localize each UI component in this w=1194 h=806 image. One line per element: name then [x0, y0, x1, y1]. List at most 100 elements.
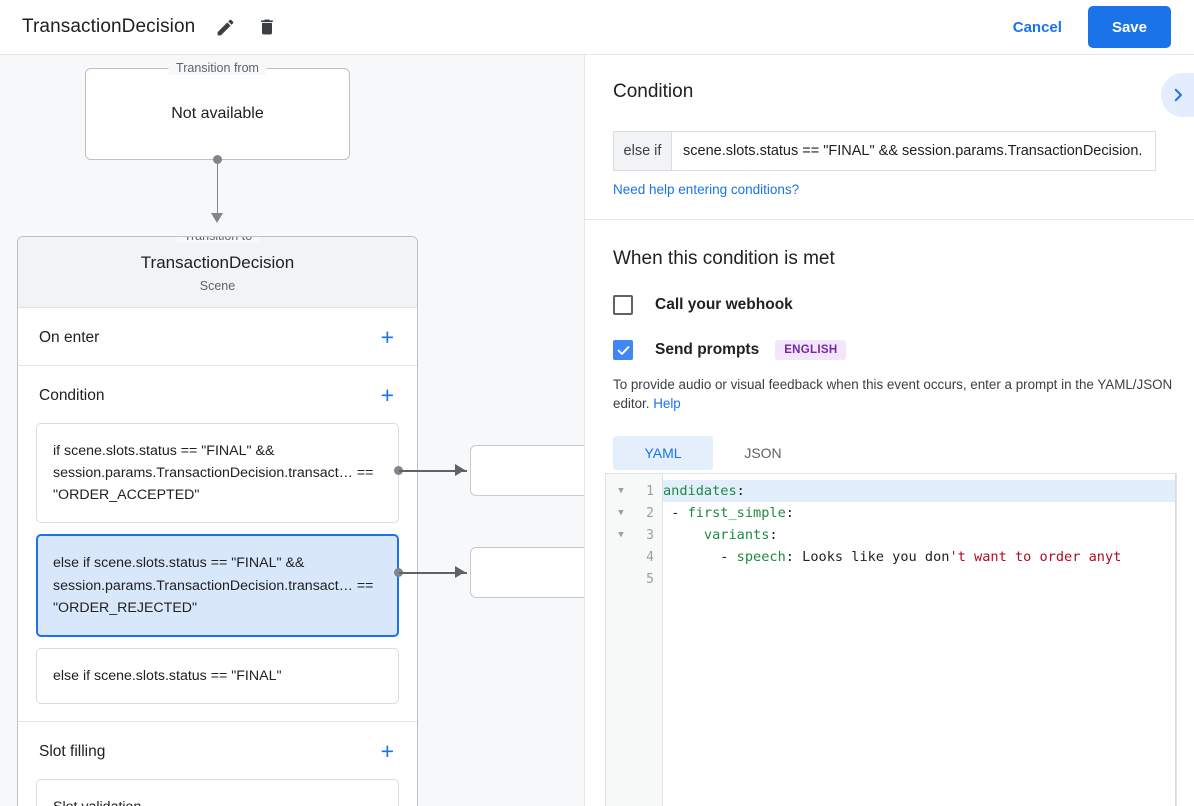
- editor-line-number: 5: [606, 568, 662, 590]
- code-token: :: [736, 483, 745, 499]
- fold-triangle-icon[interactable]: ▼: [618, 508, 624, 518]
- code-token: speech: [736, 549, 786, 565]
- code-token: 't want to order anyt: [949, 549, 1122, 565]
- scene-card: Transition to TransactionDecision Scene …: [17, 236, 418, 806]
- fold-triangle-icon[interactable]: ▼: [618, 530, 624, 540]
- scene-subtitle: Scene: [199, 279, 236, 293]
- connector-dot-accepted: [394, 466, 403, 475]
- section-slot-filling-body: Slot validation: [18, 779, 417, 806]
- line-number-text: 3: [646, 527, 654, 543]
- prompts-description-text: To provide audio or visual feedback when…: [613, 377, 1173, 412]
- code-token: :: [785, 505, 794, 521]
- connector-arrow-down: [211, 213, 223, 223]
- scene-title: TransactionDecision: [140, 253, 295, 272]
- send-prompts-checkbox[interactable]: [613, 340, 633, 360]
- connector-line-vertical: [216, 159, 219, 217]
- connector-line-accepted: [399, 470, 467, 472]
- section-condition: Condition + if scene.slots.status == "FI…: [18, 366, 417, 723]
- tab-json[interactable]: JSON: [744, 444, 782, 461]
- editor-code-line[interactable]: andidates:: [663, 480, 1176, 502]
- top-bar: TransactionDecision Cancel Save: [0, 0, 1194, 55]
- editor-code-area[interactable]: andidates: - first_simple: variants: - s…: [663, 474, 1176, 806]
- chevron-right-icon[interactable]: [1161, 73, 1194, 117]
- add-slot-filling-button[interactable]: +: [380, 738, 394, 765]
- scene-graph-canvas[interactable]: Transition from Not available Transition…: [0, 55, 584, 806]
- editor-code-line[interactable]: variants:: [663, 524, 1176, 546]
- add-on-enter-button[interactable]: +: [380, 324, 394, 350]
- transition-from-box: Transition from Not available: [85, 61, 350, 160]
- connector-line-rejected: [399, 572, 467, 574]
- transition-to-legend: Transition to: [175, 237, 261, 243]
- panel-section-divider: [585, 219, 1194, 220]
- code-token: -: [663, 549, 737, 565]
- language-badge: ENGLISH: [775, 340, 847, 360]
- editor-line-number: 4: [606, 546, 662, 568]
- editor-code-line[interactable]: - speech: Looks like you don't want to o…: [663, 546, 1176, 568]
- prompts-description: To provide audio or visual feedback when…: [613, 375, 1173, 414]
- condition-prefix-label: else if: [614, 132, 672, 170]
- section-on-enter: On enter +: [18, 308, 417, 366]
- prompts-help-link[interactable]: Help: [653, 396, 681, 412]
- line-number-text: 5: [646, 571, 654, 587]
- fold-triangle-icon[interactable]: ▼: [618, 486, 624, 496]
- connector-arrow-accepted: [455, 464, 465, 476]
- code-token: -: [663, 505, 688, 521]
- panel-divider-vertical: [584, 55, 585, 806]
- code-token: andidates: [663, 483, 737, 499]
- cancel-button[interactable]: Cancel: [997, 11, 1078, 44]
- target-box-rejected[interactable]: [470, 547, 584, 598]
- condition-item-selected[interactable]: else if scene.slots.status == "FINAL" &&…: [36, 534, 399, 637]
- connector-arrow-rejected: [455, 566, 465, 578]
- section-condition-title: Condition: [39, 386, 105, 404]
- code-token: :: [769, 527, 778, 543]
- editor-code-line[interactable]: - first_simple:: [663, 502, 1176, 524]
- webhook-row[interactable]: Call your webhook: [613, 295, 1194, 315]
- condition-item[interactable]: else if scene.slots.status == "FINAL": [36, 647, 399, 705]
- section-slot-filling-header: Slot filling +: [18, 722, 417, 779]
- section-condition-body: if scene.slots.status == "FINAL" && sess…: [18, 423, 417, 721]
- section-on-enter-header: On enter +: [18, 308, 417, 365]
- editor-line-number: ▼1: [606, 480, 662, 502]
- editor-code-line[interactable]: [663, 568, 1176, 590]
- tab-yaml[interactable]: YAML: [613, 435, 713, 470]
- save-button[interactable]: Save: [1087, 6, 1171, 48]
- send-prompts-row[interactable]: Send prompts ENGLISH: [613, 340, 1194, 360]
- section-slot-filling: Slot filling + Slot validation: [18, 722, 417, 806]
- condition-help-link[interactable]: Need help entering conditions?: [613, 182, 800, 197]
- editor-format-tabs: YAML JSON: [613, 435, 1194, 470]
- code-token: first_simple: [687, 505, 786, 521]
- transition-from-value: Not available: [171, 105, 264, 122]
- line-number-text: 4: [646, 549, 654, 565]
- when-condition-met-title: When this condition is met: [613, 248, 835, 269]
- section-slot-filling-title: Slot filling: [39, 742, 106, 760]
- editor-line-number: ▼2: [606, 502, 662, 524]
- editor-scrollbar[interactable]: [1175, 474, 1176, 806]
- code-token: [663, 527, 704, 543]
- condition-panel-actions: When this condition is met Call your web…: [585, 220, 1194, 470]
- condition-panel-top: Condition else if Need help entering con…: [585, 55, 1194, 220]
- pencil-icon[interactable]: [213, 15, 237, 39]
- section-condition-header: Condition +: [18, 366, 417, 423]
- code-token: variants: [703, 527, 770, 543]
- code-token: : Looks like you don: [785, 549, 950, 565]
- slot-validation-item[interactable]: Slot validation: [36, 779, 399, 806]
- section-on-enter-title: On enter: [39, 328, 100, 346]
- line-number-text: 1: [646, 483, 654, 499]
- line-number-text: 2: [646, 505, 654, 521]
- scene-header: TransactionDecision Scene: [18, 237, 417, 308]
- call-webhook-label: Call your webhook: [655, 296, 793, 313]
- condition-item[interactable]: if scene.slots.status == "FINAL" && sess…: [36, 423, 399, 524]
- call-webhook-checkbox[interactable]: [613, 295, 633, 315]
- editor-line-number: ▼3: [606, 524, 662, 546]
- transition-from-legend: Transition from: [168, 61, 267, 75]
- add-condition-button[interactable]: +: [380, 382, 394, 408]
- connector-dot-rejected: [394, 568, 403, 577]
- page-title: TransactionDecision: [22, 16, 196, 37]
- condition-panel-title: Condition: [613, 81, 694, 102]
- condition-input[interactable]: [672, 132, 1155, 170]
- target-box-accepted[interactable]: [470, 445, 584, 496]
- trash-icon[interactable]: [255, 15, 279, 39]
